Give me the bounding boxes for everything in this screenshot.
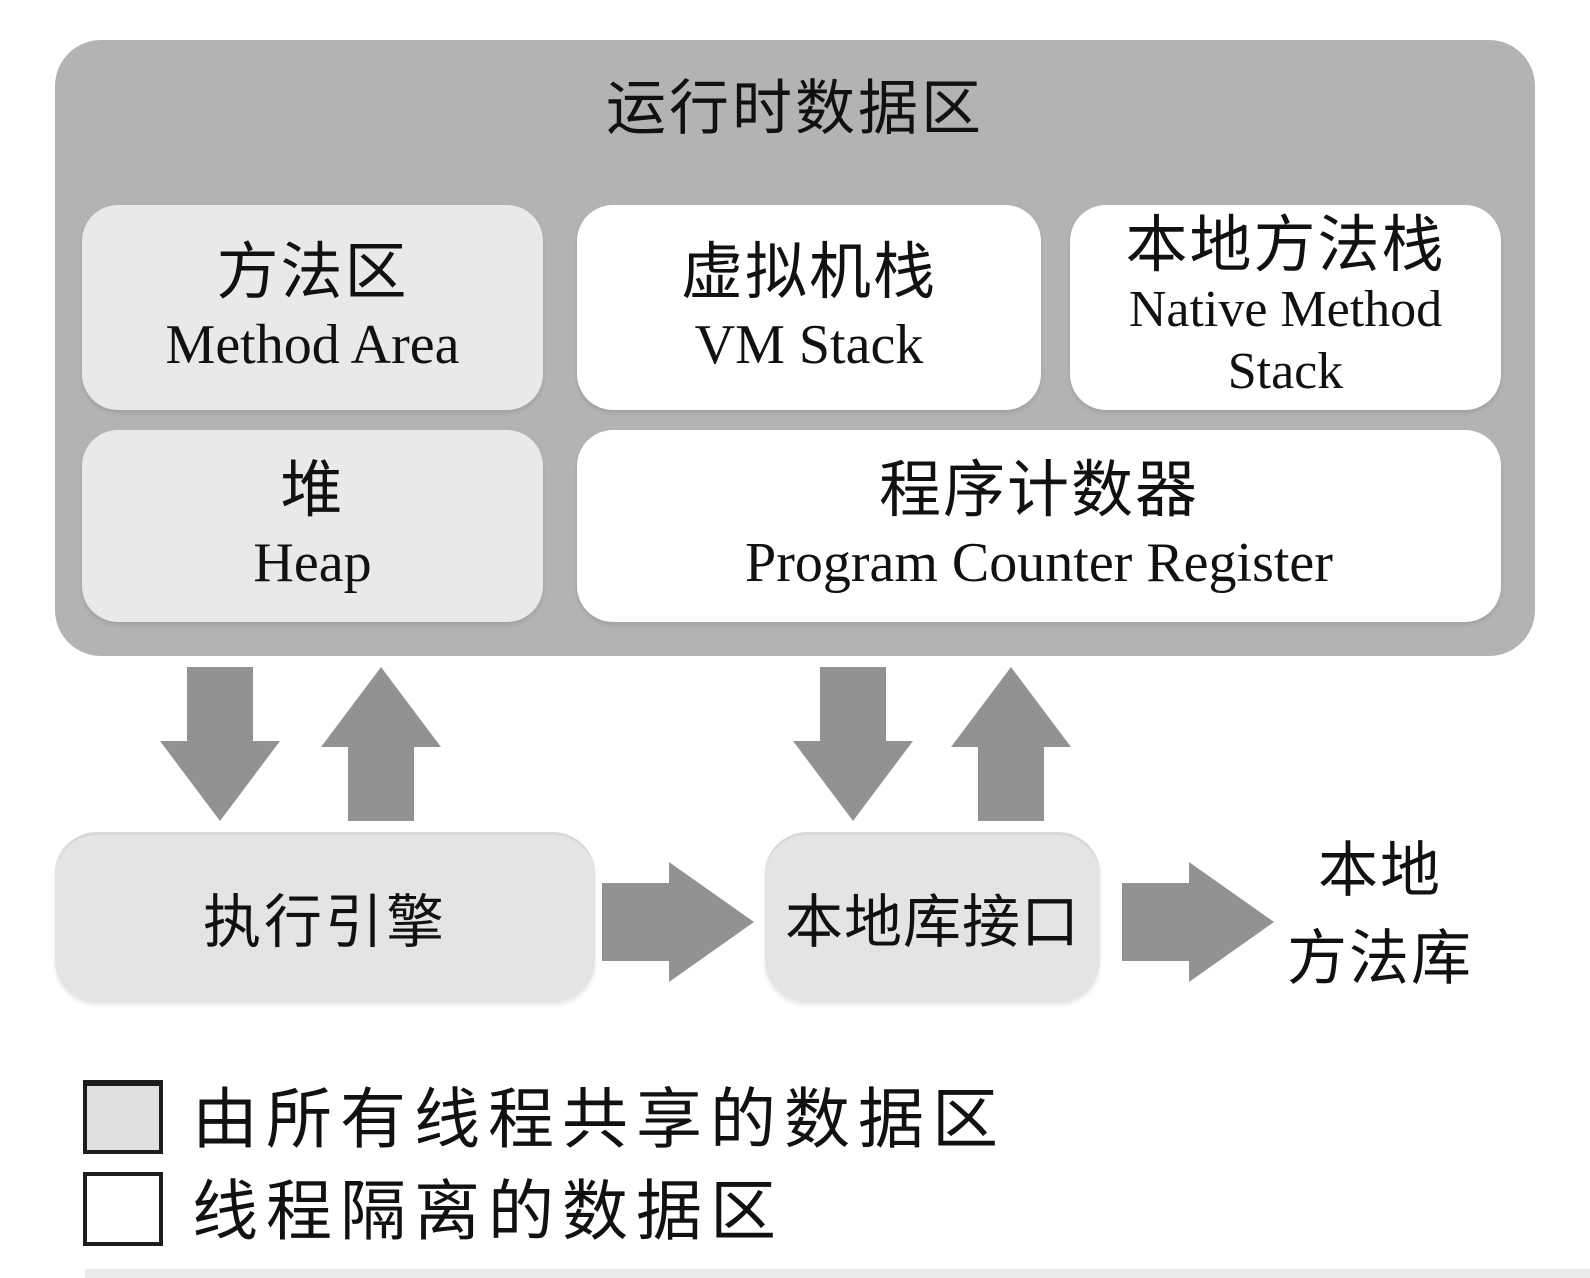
native-method-stack-box: 本地方法栈 Native Method Stack <box>1070 205 1501 410</box>
execution-engine-box: 执行引擎 <box>55 832 595 1002</box>
legend-swatch-shared <box>83 1080 163 1154</box>
native-method-library-label: 本地 方法库 <box>1272 822 1488 1008</box>
native-method-library-line1: 本地 <box>1318 838 1442 904</box>
arrow-right-icon <box>602 862 754 982</box>
heap-label-en: Heap <box>253 532 372 594</box>
arrow-up-icon <box>321 667 441 821</box>
pc-register-label-zh: 程序计数器 <box>878 457 1199 525</box>
page-edge-strip <box>85 1269 1590 1278</box>
arrow-right-icon <box>1122 862 1274 982</box>
arrow-up-icon <box>951 667 1071 821</box>
legend-label-isolated: 线程隔离的数据区 <box>192 1176 784 1249</box>
heap-label-zh: 堆 <box>280 457 345 525</box>
method-area-box: 方法区 Method Area <box>82 205 543 410</box>
runtime-data-area-title: 运行时数据区 <box>606 75 984 142</box>
legend-swatch-isolated <box>83 1172 163 1246</box>
native-method-stack-label-zh: 本地方法栈 <box>1125 211 1446 280</box>
arrow-down-icon <box>160 667 280 821</box>
arrow-down-icon <box>793 667 913 821</box>
heap-box: 堆 Heap <box>82 430 543 622</box>
pc-register-label-en: Program Counter Register <box>745 532 1333 594</box>
native-library-interface-box: 本地库接口 <box>765 832 1100 1002</box>
vm-stack-label-en: VM Stack <box>694 313 924 376</box>
legend-label-shared: 由所有线程共享的数据区 <box>192 1084 1006 1157</box>
native-method-stack-label-en: Native Method Stack <box>1128 280 1443 400</box>
method-area-label-zh: 方法区 <box>216 238 409 307</box>
vm-stack-label-zh: 虚拟机栈 <box>680 238 937 307</box>
native-method-library-line2: 方法库 <box>1287 926 1473 992</box>
pc-register-box: 程序计数器 Program Counter Register <box>577 430 1501 622</box>
method-area-label-en: Method Area <box>165 313 460 376</box>
vm-stack-box: 虚拟机栈 VM Stack <box>577 205 1041 410</box>
